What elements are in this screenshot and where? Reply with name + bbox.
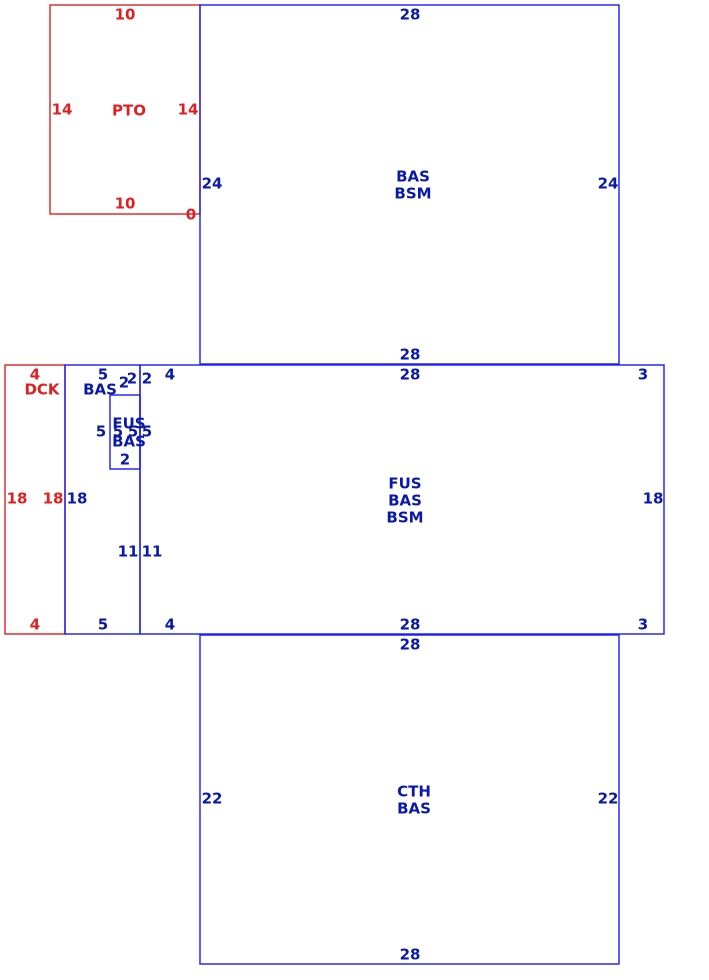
upper-top-dim: 28 <box>400 6 421 24</box>
fus-small-left-inner-dim: 5 <box>113 423 123 441</box>
fus-small-left-dim: 5 <box>96 423 106 441</box>
main-label-3: BSM <box>386 509 423 527</box>
pto-label: PTO <box>112 102 146 120</box>
main-left-top-dim: 2 <box>142 370 152 388</box>
main-bottom-right-dim: 3 <box>638 616 648 634</box>
pto-left-dim: 14 <box>52 101 73 119</box>
west-top-right-dim-b: 2 <box>127 370 137 388</box>
upper-outline <box>199 4 620 365</box>
main-label-2: BAS <box>388 492 422 510</box>
main-left-lower-dim: 11 <box>142 543 163 561</box>
west-top-dim: 5 <box>98 366 108 384</box>
upper-bottom-dim: 28 <box>400 346 421 364</box>
fus-small-right-dim: 5 <box>142 423 152 441</box>
lower-label-2: BAS <box>397 800 431 818</box>
lower-bottom-dim: 28 <box>400 946 421 964</box>
dck-left-dim: 18 <box>7 490 28 508</box>
lower-right-dim: 22 <box>598 790 619 808</box>
west-right-lower-dim: 11 <box>118 543 139 561</box>
upper-label-1: BAS <box>396 168 430 186</box>
dck-right-dim: 18 <box>43 490 64 508</box>
main-bottom-left-dim: 4 <box>165 616 175 634</box>
dck-label: DCK <box>24 381 60 399</box>
upper-left-dim: 24 <box>202 175 223 193</box>
upper-right-dim: 24 <box>598 175 619 193</box>
lower-top-dim: 28 <box>400 636 421 654</box>
main-top-right-dim: 3 <box>638 366 648 384</box>
lower-outline <box>199 634 620 965</box>
fus-small-label-2: BAS <box>112 433 146 451</box>
fus-small-bottom-dim: 2 <box>120 451 130 469</box>
pto-corner-dim: 0 <box>186 206 196 224</box>
west-top-right-dim-a: 2 <box>119 374 129 392</box>
pto-right-dim: 14 <box>178 101 199 119</box>
main-right-dim: 18 <box>643 490 664 508</box>
west-bottom-dim: 5 <box>98 616 108 634</box>
main-outline <box>139 364 665 635</box>
dck-bottom-dim: 4 <box>30 616 40 634</box>
dck-top-dim: 4 <box>30 366 40 384</box>
lower-label-1: CTH <box>397 783 431 801</box>
lower-left-dim: 22 <box>202 790 223 808</box>
upper-label-2: BSM <box>394 185 431 203</box>
main-label-1: FUS <box>388 475 421 493</box>
west-label: BAS <box>83 381 117 399</box>
pto-bottom-dim: 10 <box>115 195 136 213</box>
pto-top-dim: 10 <box>115 6 136 24</box>
main-top-dim: 28 <box>400 366 421 384</box>
west-left-dim: 18 <box>67 490 88 508</box>
fus-small-label-1: FUS <box>112 415 145 433</box>
main-bottom-dim: 28 <box>400 616 421 634</box>
main-top-left-dim: 4 <box>165 366 175 384</box>
fus-small-right-inner-dim: 5 <box>128 423 138 441</box>
